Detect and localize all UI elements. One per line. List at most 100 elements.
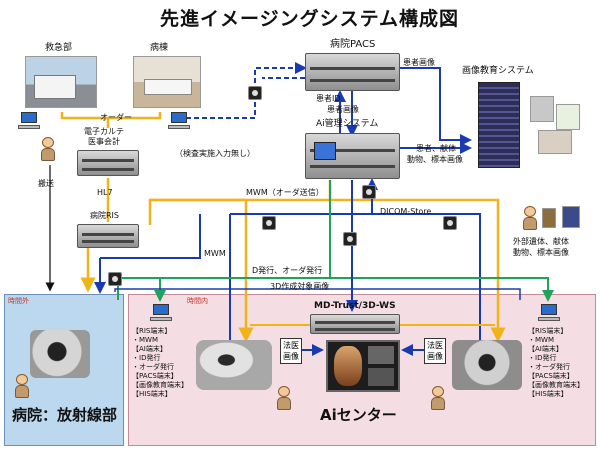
line-3d-left	[114, 288, 521, 300]
forensic-right-line2: 画像	[427, 352, 443, 361]
label-ris: 病院RIS	[90, 211, 119, 220]
ward-photo	[133, 56, 201, 108]
label-patient-image: 患者画像	[403, 58, 435, 67]
forensic-image-left: 法医 画像	[280, 338, 302, 364]
label-emergency: 救急部	[45, 43, 73, 53]
label-patient-image2: 患者画像	[327, 105, 359, 114]
right-list-item: 【AI端末】	[528, 345, 563, 353]
ai-right-person-icon	[430, 386, 446, 410]
label-mwm: MWM	[204, 249, 226, 258]
right-list-item: 【画像教育端末】	[528, 381, 584, 389]
right-list-item: ・ID発行	[528, 354, 557, 362]
right-ai-terminal-icon	[538, 304, 560, 322]
label-external-1: 外部遺体、献体	[513, 237, 569, 246]
label-dicom-store: DICOM-Store	[380, 207, 432, 216]
edu-photo-3	[538, 130, 572, 154]
left-list-item: ・オーダ発行	[132, 363, 174, 371]
ai-monitor-icon	[314, 142, 336, 160]
label-no-exam-input: （検査実施入力無し）	[175, 149, 255, 158]
left-terminal-list: 【RIS端末】 ・MWM 【AI端末】 ・ID発行 ・オーダ発行 【PACS端末…	[132, 328, 198, 398]
emergency-terminal-icon	[18, 112, 40, 130]
radiology-person-icon	[14, 374, 30, 398]
mdtrust-monitor	[326, 340, 400, 392]
label-cadaver-1: 患者、献体	[416, 144, 456, 153]
external-photo-1	[542, 208, 556, 228]
label-hl7: HL7	[97, 188, 113, 197]
line-dicom-store-h	[372, 213, 481, 340]
ai-left-scanner	[196, 340, 272, 390]
ai-left-person-icon	[276, 386, 292, 410]
right-terminal-list: 【RIS端末】 ・MWM 【AI端末】 ・ID発行 ・オーダ発行 【PACS端末…	[528, 328, 594, 398]
label-order: オーダー	[100, 113, 132, 122]
ekarte-server	[77, 150, 139, 176]
disc-icon-ris	[108, 272, 122, 286]
left-list-item: 【画像教育端末】	[132, 381, 188, 389]
left-list-item: 【AI端末】	[132, 345, 167, 353]
monitor-3d-view	[334, 346, 362, 386]
label-mwm-order: MWM（オーダ送信）	[246, 188, 324, 197]
right-list-item: 【RIS端末】	[528, 327, 568, 335]
image-disc-icon	[248, 86, 262, 100]
right-list-item: 【HIS端末】	[528, 390, 568, 398]
label-patient-id: 患者ID	[316, 94, 341, 103]
edu-photo-2	[556, 104, 580, 130]
staff-person-icon	[40, 137, 56, 161]
label-ward: 病棟	[150, 43, 169, 53]
ris-server	[77, 224, 139, 248]
line-yellow-left	[150, 198, 254, 343]
forensic-left-line2: 画像	[283, 352, 299, 361]
right-list-item: 【PACS端末】	[528, 372, 574, 380]
line-mwm-order	[148, 180, 332, 225]
monitor-panel	[368, 346, 394, 364]
radiology-scanner	[30, 330, 90, 378]
mdtrust-server	[310, 314, 400, 334]
label-hospital-radiology: 病院：放射線部	[12, 406, 118, 424]
label-ijikaikei: 医事会計	[88, 137, 120, 146]
label-cadaver-2: 動物、標本画像	[407, 155, 463, 164]
external-person-icon	[522, 206, 538, 230]
right-list-item: ・オーダ発行	[528, 363, 570, 371]
left-list-item: 【PACS端末】	[132, 372, 178, 380]
edu-photo-1	[530, 96, 554, 122]
label-id-order: D発行、オーダ発行	[252, 266, 323, 275]
label-pacs: 病院PACS	[330, 39, 376, 50]
left-list-item: 【HIS端末】	[132, 390, 172, 398]
line-order-ward	[108, 112, 162, 120]
line-dashed-ward-pacs	[178, 62, 307, 119]
line-mwm-rad	[100, 214, 201, 259]
label-3d-image: 3D作成対象画像	[270, 282, 330, 291]
external-photo-2	[562, 206, 580, 228]
label-transport: 搬送	[38, 179, 54, 188]
disc-icon-dicom	[362, 185, 376, 199]
monitor-panel	[368, 368, 394, 386]
label-ekarte: 電子カルテ	[84, 127, 124, 136]
label-ai-center: Aiセンター	[320, 406, 397, 424]
right-list-item: ・MWM	[528, 336, 555, 344]
label-mdtrust: MD-Trust/3D-WS	[314, 301, 396, 311]
line-green-right	[330, 277, 554, 302]
line-yellow-right	[330, 198, 506, 343]
label-ai-mgmt: Ai管理システム	[316, 119, 379, 129]
line-order-emergency	[60, 112, 110, 128]
label-edu: 画像教育システム	[462, 66, 534, 76]
ai-mgmt-server	[305, 133, 400, 179]
diagram-title: 先進イメージングシステム構成図	[160, 8, 460, 30]
disc-icon-center	[343, 232, 357, 246]
ai-right-scanner	[452, 340, 522, 390]
pacs-server	[305, 53, 400, 91]
disc-icon-left	[262, 216, 276, 230]
label-external-2: 動物、標本画像	[513, 248, 569, 257]
label-off-hours: 時間外	[8, 297, 29, 305]
forensic-image-right: 法医 画像	[424, 338, 446, 364]
emergency-photo	[25, 56, 97, 108]
ward-terminal-icon	[168, 112, 190, 130]
forensic-right-line1: 法医	[427, 341, 443, 350]
left-list-item: 【RIS端末】	[132, 327, 172, 335]
left-list-item: ・MWM	[132, 336, 159, 344]
line-pacs-edu	[400, 67, 472, 146]
left-list-item: ・ID発行	[132, 354, 161, 362]
label-in-hours: 時間内	[187, 297, 208, 305]
disc-icon-right	[443, 216, 457, 230]
